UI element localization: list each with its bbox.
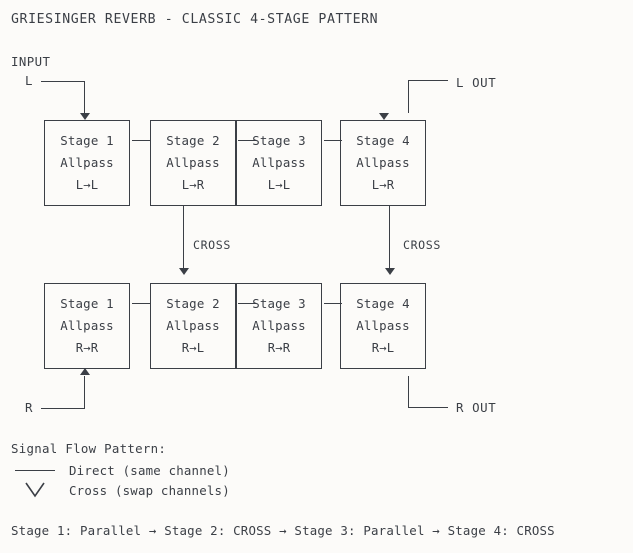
stage-type: Allpass — [166, 155, 220, 170]
connector-row1-3to4 — [324, 140, 342, 141]
input-r-arrow-icon — [80, 368, 90, 375]
stage-route: R→R — [75, 341, 99, 355]
input-r-vline — [84, 376, 85, 409]
stage-box-row2-1[interactable]: Stage 1 Allpass R→R — [44, 283, 130, 369]
stage-box-row1-2[interactable]: Stage 2 Allpass L→R — [150, 120, 236, 206]
stage-name: Stage 1 — [60, 296, 114, 311]
legend-title: Signal Flow Pattern: — [11, 441, 167, 456]
stage-box-row2-2[interactable]: Stage 2 Allpass R→L — [150, 283, 236, 369]
stage-route: L→L — [75, 178, 99, 192]
stage-type: Allpass — [166, 318, 220, 333]
output-r-vline — [408, 376, 409, 408]
stage-box-row2-4[interactable]: Stage 4 Allpass R→L — [340, 283, 426, 369]
stage-name: Stage 3 — [252, 133, 306, 148]
stage-route: L→L — [267, 178, 291, 192]
output-l-vline — [408, 80, 409, 113]
connector-row2-1to2 — [132, 303, 150, 304]
connector-row2-3to4 — [324, 303, 342, 304]
direct-line-icon — [11, 469, 59, 471]
cross-link-1-vline — [183, 206, 184, 268]
output-label-l: L OUT — [456, 75, 497, 90]
page-title: GRIESINGER REVERB - CLASSIC 4-STAGE PATT… — [11, 12, 379, 27]
stage-name: Stage 2 — [166, 296, 220, 311]
cross-link-2-arrow-icon — [385, 268, 395, 275]
stage-box-row1-3[interactable]: Stage 3 Allpass L→L — [236, 120, 322, 206]
stage-route: R→L — [181, 341, 205, 355]
stage-name: Stage 4 — [356, 296, 410, 311]
stage-type: Allpass — [356, 155, 410, 170]
connector-row2-2to3 — [238, 303, 256, 304]
input-label-r: R — [25, 400, 34, 415]
stage-route: R→R — [267, 341, 291, 355]
input-r-hline — [41, 408, 85, 409]
stage-name: Stage 4 — [356, 133, 410, 148]
connector-row1-1to2 — [132, 140, 150, 141]
input-l-arrow-icon — [80, 113, 90, 120]
output-label-r: R OUT — [456, 400, 497, 415]
output-l-hline — [408, 80, 448, 81]
stage-route: R→L — [371, 341, 395, 355]
cross-label-1: CROSS — [193, 238, 231, 252]
cross-link-2-vline — [389, 206, 390, 268]
signal-flow-summary: Stage 1: Parallel → Stage 2: CROSS → Sta… — [11, 523, 555, 538]
stage-type: Allpass — [252, 155, 306, 170]
cross-v-icon — [11, 482, 59, 498]
legend-item-direct: Direct (same channel) — [11, 460, 230, 480]
cross-link-1-arrow-icon — [179, 268, 189, 275]
cross-label-2: CROSS — [403, 238, 441, 252]
stage-box-row1-1[interactable]: Stage 1 Allpass L→L — [44, 120, 130, 206]
stage-type: Allpass — [252, 318, 306, 333]
stage-type: Allpass — [60, 318, 114, 333]
connector-row1-2to3 — [238, 140, 256, 141]
legend-item-cross: Cross (swap channels) — [11, 480, 230, 500]
input-section-label: INPUT — [11, 54, 51, 69]
input-l-hline — [41, 81, 85, 82]
stage-type: Allpass — [356, 318, 410, 333]
stage-type: Allpass — [60, 155, 114, 170]
stage-route: L→R — [181, 178, 205, 192]
legend-item-label: Cross (swap channels) — [69, 482, 230, 498]
stage-name: Stage 1 — [60, 133, 114, 148]
legend-item-label: Direct (same channel) — [69, 462, 230, 478]
output-r-hline — [408, 407, 448, 408]
stage-box-row1-4[interactable]: Stage 4 Allpass L→R — [340, 120, 426, 206]
output-l-arrow-icon — [379, 113, 389, 120]
stage-name: Stage 2 — [166, 133, 220, 148]
stage-name: Stage 3 — [252, 296, 306, 311]
stage-box-row2-3[interactable]: Stage 3 Allpass R→R — [236, 283, 322, 369]
stage-route: L→R — [371, 178, 395, 192]
input-l-vline — [84, 81, 85, 114]
input-label-l: L — [25, 73, 34, 88]
